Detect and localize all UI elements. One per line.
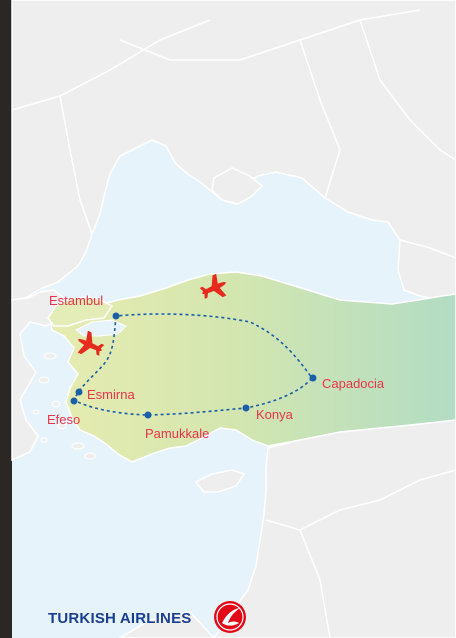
- aegean-islands: [32, 352, 96, 460]
- city-dot-esmirna: [75, 388, 83, 396]
- turkish-airlines-logo-icon: [214, 601, 246, 633]
- left-photo-strip: [0, 0, 14, 638]
- city-dot-capadocia: [309, 374, 317, 382]
- brand-name: TURKISH AIRLINES: [48, 610, 191, 627]
- city-label-esmirna: Esmirna: [87, 387, 135, 402]
- city-label-capadocia: Capadocia: [322, 376, 385, 391]
- city-dot-estambul: [112, 312, 120, 320]
- plane-icon: [77, 330, 105, 356]
- city-dot-konya: [242, 404, 250, 412]
- cyprus: [194, 469, 246, 493]
- land-north: [11, 0, 456, 301]
- city-dot-efeso: [70, 397, 78, 405]
- city-label-estambul: Estambul: [49, 293, 103, 308]
- plane-icon: [199, 273, 227, 299]
- land-egypt: [118, 611, 216, 638]
- thrace: [47, 297, 114, 327]
- city-label-pamukkale: Pamukkale: [145, 426, 209, 441]
- country-borders: [11, 9, 456, 638]
- crimea: [211, 167, 264, 205]
- city-label-konya: Konya: [256, 407, 294, 422]
- city-dot-pamukkale: [144, 411, 152, 419]
- city-dots: [70, 312, 317, 419]
- city-label-efeso: Efeso: [47, 412, 80, 427]
